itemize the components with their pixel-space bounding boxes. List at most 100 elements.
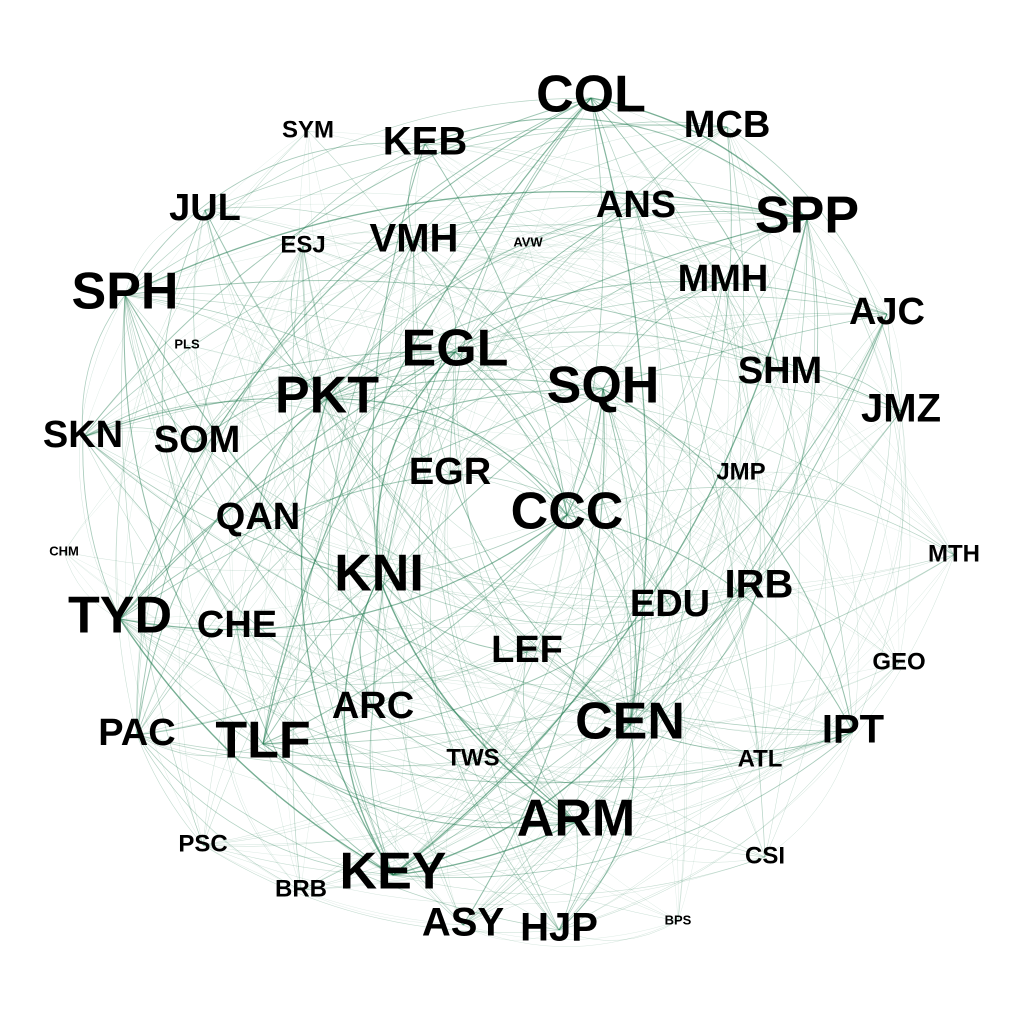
graph-edge [119,618,631,726]
graph-edge [196,428,955,556]
graph-edge [204,209,631,726]
graph-edge [124,294,568,516]
graph-edge [558,821,578,931]
graph-edge [454,331,781,374]
graph-edge [759,218,839,761]
graph-edge [447,473,577,823]
node-label-mcb[interactable]: MCB [684,104,771,146]
graph-edge [454,351,631,726]
graph-edge [307,130,631,726]
node-label-tyd[interactable]: TYD [68,587,172,645]
node-label-csi[interactable]: CSI [745,842,785,869]
graph-edge [82,436,121,620]
graph-edge [326,345,902,412]
graph-edge [558,410,902,931]
node-label-pkt[interactable]: PKT [275,367,379,425]
node-label-irb[interactable]: IRB [725,563,794,607]
node-label-qan[interactable]: QAN [216,496,300,538]
node-label-atl[interactable]: ATL [738,745,783,772]
node-label-tws[interactable]: TWS [446,744,499,771]
node-label-col[interactable]: COL [536,66,646,124]
graph-edge [590,97,648,726]
graph-edge [449,473,631,726]
graph-edge [602,388,637,726]
node-label-psc[interactable]: PSC [178,830,227,857]
graph-edge [124,209,206,296]
graph-edge [174,344,238,628]
graph-edge [326,398,631,726]
graph-edge [196,143,426,443]
node-label-skn[interactable]: SKN [43,414,123,456]
node-label-ccc[interactable]: CCC [511,483,624,541]
graph-edge [161,209,238,628]
graph-edge [119,97,592,620]
graph-edge [204,209,766,858]
node-label-brb[interactable]: BRB [275,875,327,902]
node-label-ans[interactable]: ANS [596,184,676,226]
node-label-kni[interactable]: KNI [334,545,424,603]
node-label-lef[interactable]: LEF [491,629,563,671]
node-label-pls[interactable]: PLS [174,336,200,351]
node-label-key[interactable]: KEY [340,843,447,901]
graph-edge [726,126,777,474]
node-label-keb[interactable]: KEB [383,120,467,164]
graph-edge [284,398,394,876]
node-label-sym[interactable]: SYM [282,116,334,143]
graph-edge [123,294,264,745]
graph-edge [462,924,560,941]
node-label-ajc[interactable]: AJC [849,291,925,333]
node-label-edu[interactable]: EDU [630,583,710,625]
node-label-ipt[interactable]: IPT [822,708,884,752]
graph-edge [326,398,679,922]
node-label-som[interactable]: SOM [154,419,241,461]
node-label-mmh[interactable]: MMH [678,258,769,300]
graph-edge [462,126,744,926]
graph-edge [242,245,304,520]
graph-edge [307,130,902,412]
graph-edge [300,242,529,891]
node-label-arm[interactable]: ARM [517,790,635,848]
node-label-sqh[interactable]: SQH [547,357,660,415]
graph-edge [82,430,198,443]
graph-edge [454,126,728,353]
graph-edge [558,554,955,931]
node-label-cen[interactable]: CEN [575,693,685,751]
node-label-mth[interactable]: MTH [928,540,980,567]
node-label-hjp[interactable]: HJP [520,906,598,950]
graph-edge [413,231,529,244]
node-label-spp[interactable]: SPP [755,187,859,245]
node-label-egr[interactable]: EGR [409,451,491,493]
graph-edge [392,280,724,876]
node-label-pac[interactable]: PAC [98,712,175,754]
node-label-jul[interactable]: JUL [169,187,241,229]
node-label-avw[interactable]: AVW [513,234,543,249]
graph-edge [136,586,760,756]
graph-edge [136,734,204,846]
node-label-geo[interactable]: GEO [872,648,925,675]
node-label-esj[interactable]: ESJ [280,231,325,258]
graph-edge [566,514,638,726]
graph-edge [566,514,766,858]
node-label-sph[interactable]: SPH [72,263,179,321]
graph-edge [343,576,394,876]
node-label-tlf[interactable]: TLF [215,712,310,770]
graph-edge [136,734,264,757]
graph-edge [372,313,888,709]
graph-edge [124,294,198,443]
node-label-jmp[interactable]: JMP [716,458,765,485]
node-label-che[interactable]: CHE [197,604,277,646]
graph-edge [590,97,761,588]
node-label-bps[interactable]: BPS [665,912,692,927]
node-label-chm[interactable]: CHM [49,543,79,558]
graph-edge [566,487,955,556]
node-label-shm[interactable]: SHM [738,350,822,392]
node-label-arc[interactable]: ARC [332,685,414,727]
graph-edge [454,213,808,353]
node-label-vmh[interactable]: VMH [370,217,459,261]
graph-edge [124,190,808,296]
node-label-egl[interactable]: EGL [402,320,509,378]
graph-edge [202,724,631,847]
node-label-jmz[interactable]: JMZ [861,387,941,431]
node-label-asy[interactable]: ASY [422,901,505,945]
